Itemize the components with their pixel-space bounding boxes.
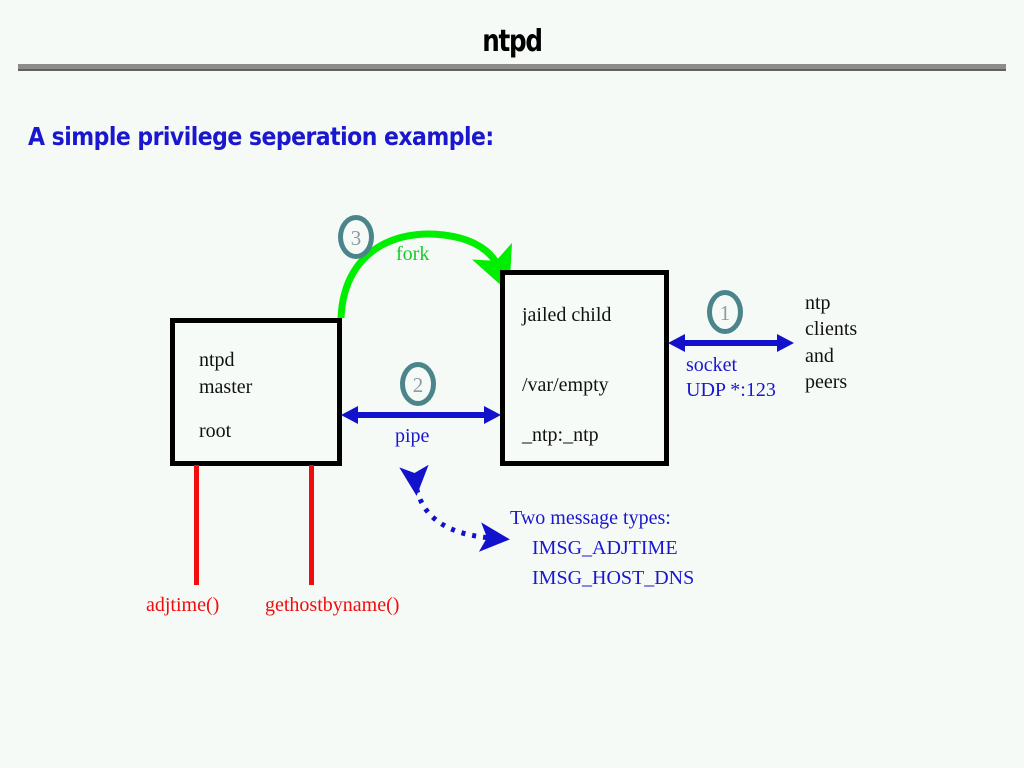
- message-types-heading: Two message types:: [510, 507, 671, 529]
- message-type-1: IMSG_ADJTIME: [532, 537, 678, 559]
- adjtime-label: adjtime(): [146, 594, 220, 616]
- gethostbyname-label: gethostbyname(): [265, 594, 400, 616]
- peers-line-2: clients: [805, 318, 858, 341]
- message-types-block: Two message types: IMSG_ADJTIME IMSG_HOS…: [510, 503, 694, 593]
- message-type-2: IMSG_HOST_DNS: [532, 567, 695, 589]
- jailed-child-box: jailed child /var/empty _ntp:_ntp: [500, 270, 669, 466]
- ntpd-master-box: ntpd master root: [170, 318, 342, 466]
- page-title: ntpd: [482, 24, 543, 59]
- title-divider: [18, 64, 1006, 71]
- master-line-1: ntpd: [199, 349, 235, 371]
- arrowhead-right-icon: [484, 406, 501, 424]
- step-badge-1: 1: [707, 290, 743, 334]
- slide-subtitle: A simple privilege seperation example:: [28, 122, 494, 151]
- gethostbyname-connector: [309, 465, 314, 585]
- child-line-3: _ntp:_ntp: [522, 424, 599, 446]
- master-line-2: master: [199, 376, 253, 398]
- ntp-clients-peers-label: ntp clients and peers: [805, 290, 857, 396]
- peers-line-3: and: [805, 344, 834, 367]
- step-badge-3: 3: [338, 215, 374, 259]
- adjtime-connector: [194, 465, 199, 585]
- arrowhead-left-icon: [341, 406, 358, 424]
- arrowhead-left-icon: [668, 334, 685, 352]
- message-types-arrow: [399, 464, 510, 552]
- peers-line-1: ntp: [805, 292, 831, 314]
- fork-label: fork: [396, 243, 430, 265]
- socket-port-label: UDP *:123: [686, 379, 776, 401]
- child-line-1: jailed child: [522, 304, 612, 326]
- arrow-shaft: [682, 340, 780, 346]
- socket-double-arrow: [668, 334, 794, 352]
- pipe-label: pipe: [395, 425, 430, 447]
- socket-label: socket: [686, 354, 738, 376]
- arrow-shaft: [355, 412, 487, 418]
- arrowhead-right-icon: [777, 334, 794, 352]
- pipe-double-arrow: [341, 406, 501, 424]
- child-line-2: /var/empty: [522, 374, 609, 396]
- step-badge-2: 2: [400, 362, 436, 406]
- peers-line-4: peers: [805, 371, 848, 394]
- master-line-3: root: [199, 420, 232, 442]
